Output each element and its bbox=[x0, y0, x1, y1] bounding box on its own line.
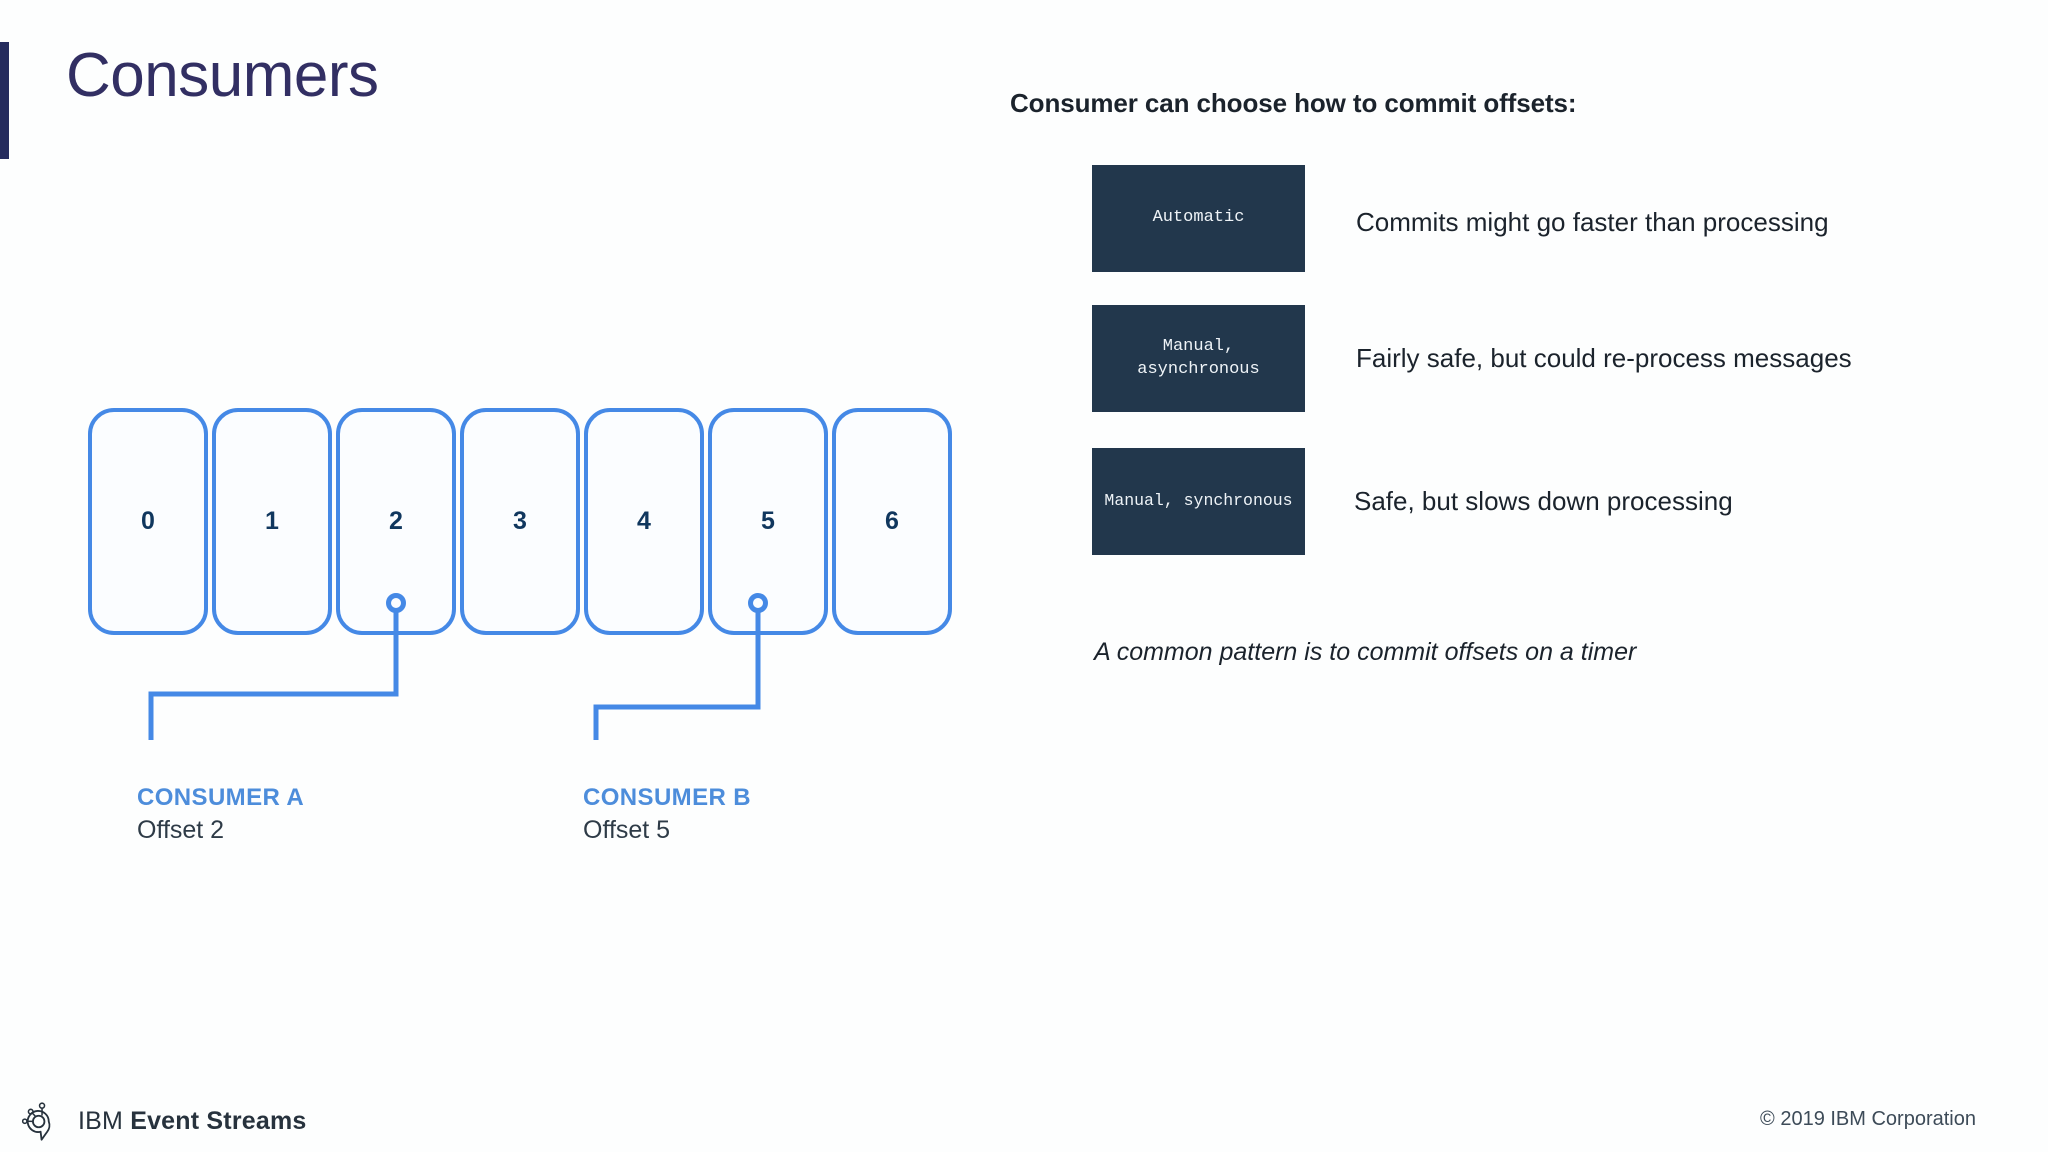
consumer-name-b: CONSUMER B bbox=[583, 784, 752, 811]
event-streams-logo-icon bbox=[21, 1102, 51, 1141]
commit-mode-chip-manual-sync[interactable]: Manual, synchronous bbox=[1092, 448, 1305, 555]
consumer-label-b: CONSUMER B Offset 5 bbox=[583, 784, 751, 845]
brand-product: Event Streams bbox=[130, 1106, 307, 1135]
brand-logo-text: IBM Event Streams bbox=[78, 1107, 307, 1136]
commit-option-row-automatic: Automatic Commits might go faster than p… bbox=[1092, 165, 1829, 272]
partition-label: 2 bbox=[389, 507, 403, 535]
partition-label: 0 bbox=[141, 507, 155, 535]
partition-box-2[interactable]: 2 bbox=[336, 408, 456, 635]
brand-logo: IBM Event Streams bbox=[20, 1098, 307, 1144]
partition-label: 6 bbox=[885, 507, 899, 535]
consumer-name-a: CONSUMER A bbox=[137, 784, 305, 811]
commit-option-row-manual-async: Manual, asynchronous Fairly safe, but co… bbox=[1092, 305, 1852, 412]
consumer-offset-b: Offset 5 bbox=[583, 816, 671, 844]
partition-box-3[interactable]: 3 bbox=[460, 408, 580, 635]
commit-description-manual-sync: Safe, but slows down processing bbox=[1354, 486, 1733, 516]
offset-marker-icon-a[interactable] bbox=[386, 593, 406, 613]
title-accent-bar bbox=[0, 42, 9, 159]
commit-description-automatic: Commits might go faster than processing bbox=[1356, 207, 1829, 237]
partition-label: 5 bbox=[761, 507, 775, 535]
partition-list: 0 1 2 3 4 5 6 bbox=[88, 408, 952, 635]
connector-path-b bbox=[593, 608, 761, 740]
connector-path-a bbox=[148, 608, 399, 740]
commit-description-manual-async: Fairly safe, but could re-process messag… bbox=[1356, 343, 1852, 373]
commit-options-heading: Consumer can choose how to commit offset… bbox=[1010, 88, 1577, 118]
connector-consumer-b bbox=[593, 593, 768, 740]
partition-box-6[interactable]: 6 bbox=[832, 408, 952, 635]
partition-box-0[interactable]: 0 bbox=[88, 408, 208, 635]
connector-consumer-a bbox=[148, 593, 406, 740]
consumer-label-a: CONSUMER A Offset 2 bbox=[137, 784, 304, 845]
partition-diagram: 0 1 2 3 4 5 6 bbox=[0, 0, 1000, 1152]
partition-label: 1 bbox=[265, 507, 279, 535]
copyright-notice: © 2019 IBM Corporation bbox=[1760, 1108, 1976, 1130]
commit-footnote: A common pattern is to commit offsets on… bbox=[1094, 638, 1637, 666]
commit-option-row-manual-sync: Manual, synchronous Safe, but slows down… bbox=[1092, 448, 1733, 555]
consumer-offset-a: Offset 2 bbox=[137, 816, 225, 844]
page-title: Consumers bbox=[66, 41, 379, 110]
partition-label: 4 bbox=[637, 507, 651, 535]
partition-box-4[interactable]: 4 bbox=[584, 408, 704, 635]
partition-label: 3 bbox=[513, 507, 527, 535]
offset-connectors bbox=[148, 593, 768, 740]
partition-box-1[interactable]: 1 bbox=[212, 408, 332, 635]
partition-box-5[interactable]: 5 bbox=[708, 408, 828, 635]
brand-ibm: IBM bbox=[78, 1106, 124, 1135]
commit-mode-chip-automatic[interactable]: Automatic bbox=[1092, 165, 1305, 272]
commit-mode-chip-manual-async[interactable]: Manual, asynchronous bbox=[1092, 305, 1305, 412]
offset-marker-icon-b[interactable] bbox=[748, 593, 768, 613]
